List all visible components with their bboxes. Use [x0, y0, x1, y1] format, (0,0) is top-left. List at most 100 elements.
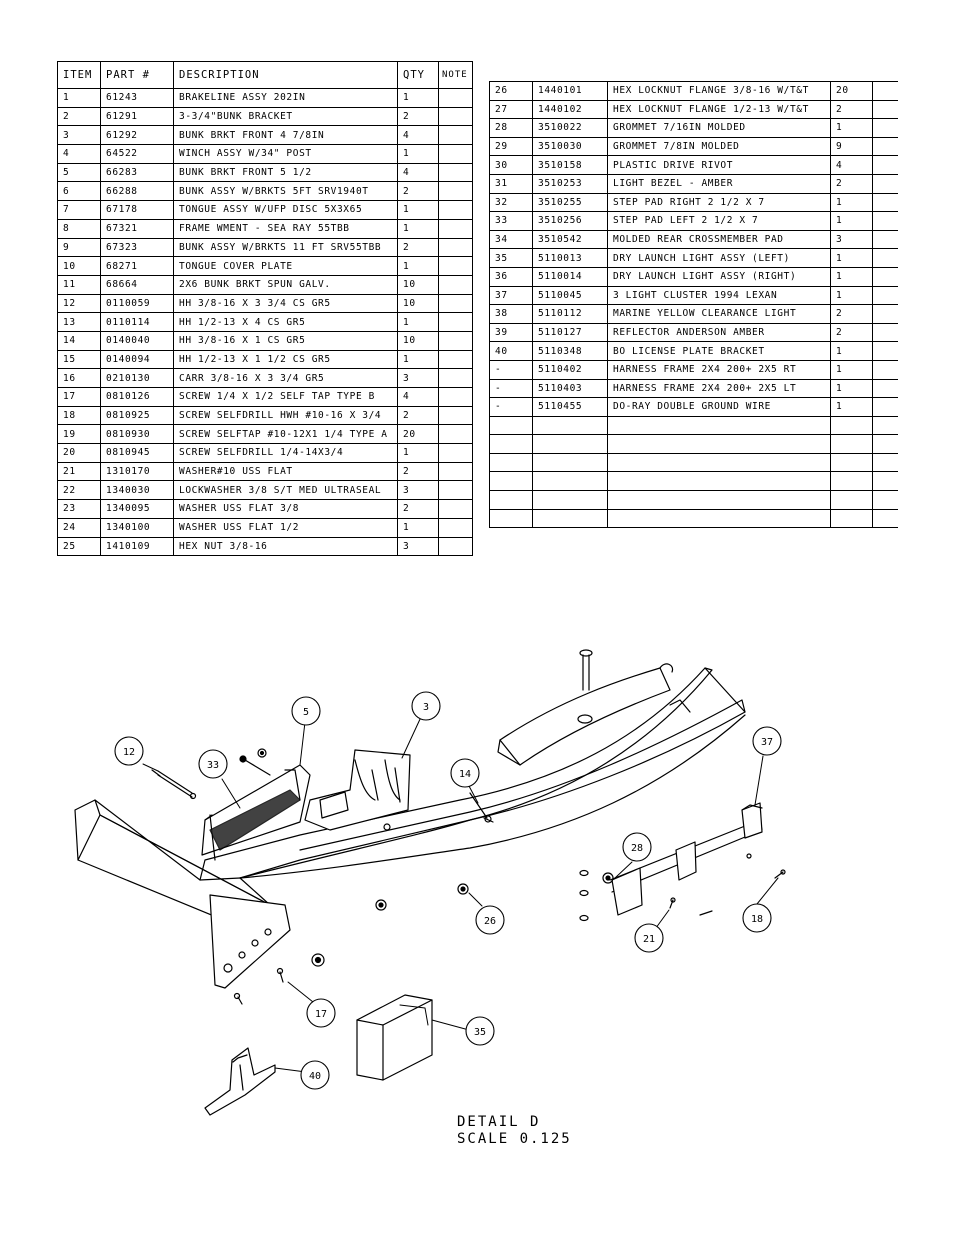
cell-note	[872, 415, 898, 436]
cell-note	[872, 192, 898, 213]
cell-part	[532, 415, 608, 436]
cell-description	[607, 415, 831, 436]
cell-qty: 1	[830, 397, 873, 417]
table-row	[489, 508, 898, 529]
svg-text:40: 40	[309, 1071, 321, 1082]
cell-part: 3510030	[532, 136, 608, 157]
cell-part: 5110455	[532, 397, 608, 417]
cell-item: 32	[489, 192, 533, 213]
bolt-top	[239, 748, 271, 776]
cell-qty: 1	[830, 266, 873, 287]
cell-note	[872, 490, 898, 510]
cell-note	[872, 81, 898, 101]
cell-note	[872, 434, 898, 454]
cell-description: LIGHT BEZEL - AMBER	[607, 173, 831, 194]
cell-qty: 1	[830, 285, 873, 306]
cell-item: 30	[489, 155, 533, 175]
svg-text:28: 28	[631, 843, 643, 854]
cell-description: HEX LOCKNUT FLANGE 1/2-13 W/T&T	[607, 99, 831, 120]
cell-part: 3510255	[532, 192, 608, 213]
cell-note	[872, 211, 898, 231]
cell-qty: 1	[830, 378, 873, 399]
detail-scale: SCALE 0.125	[457, 1131, 572, 1147]
cell-description: GROMMET 7/16IN MOLDED	[607, 118, 831, 138]
cell-note	[872, 248, 898, 268]
header-qty: QTY	[397, 61, 439, 89]
callout-35: 35	[465, 1016, 495, 1046]
svg-text:14: 14	[459, 769, 471, 780]
cell-part: 5110403	[532, 378, 608, 399]
cell-qty: 1	[830, 341, 873, 361]
bolt-12	[151, 769, 197, 800]
cell-description: 3 LIGHT CLUSTER 1994 LEXAN	[607, 285, 831, 306]
cell-item: 35	[489, 248, 533, 268]
cell-item	[489, 434, 533, 454]
bunk-bracket-front-2	[304, 749, 411, 831]
svg-text:17: 17	[315, 1009, 327, 1020]
cell-note	[872, 341, 898, 361]
cell-description: HEX NUT 3/8-16	[173, 536, 398, 557]
cell-description: DO-RAY DOUBLE GROUND WIRE	[607, 397, 831, 417]
table-row	[489, 415, 898, 436]
cell-item: 33	[489, 211, 533, 231]
svg-text:35: 35	[474, 1027, 486, 1038]
cell-part: 3510256	[532, 211, 608, 231]
cell-item	[489, 508, 533, 529]
header-note: NOTE	[438, 61, 473, 89]
cell-item: -	[489, 359, 533, 380]
callout-33: 33	[198, 749, 228, 779]
cell-description	[607, 508, 831, 529]
svg-text:21: 21	[643, 934, 655, 945]
cell-qty	[830, 434, 873, 454]
small-hardware	[233, 823, 786, 1005]
cell-part: 5110348	[532, 341, 608, 361]
callout-37: 37	[752, 726, 782, 756]
cell-description: HEX LOCKNUT FLANGE 3/8-16 W/T&T	[607, 81, 831, 101]
svg-text:18: 18	[751, 914, 763, 925]
cell-part: 1440101	[532, 81, 608, 101]
cell-note	[872, 285, 898, 306]
cell-qty: 2	[830, 173, 873, 194]
cell-qty	[830, 508, 873, 529]
cell-qty: 1	[830, 359, 873, 380]
table-header-row: ITEM PART # DESCRIPTION QTY NOTE	[57, 61, 473, 89]
callout-17: 17	[306, 998, 336, 1028]
cell-part: 5110112	[532, 304, 608, 324]
callout-21: 21	[634, 923, 664, 953]
cell-part: 5110014	[532, 266, 608, 287]
callout-26: 26	[475, 905, 505, 935]
cell-description: DRY LAUNCH LIGHT ASSY (RIGHT)	[607, 266, 831, 287]
leader-lines	[142, 716, 779, 1073]
cell-description: MARINE YELLOW CLEARANCE LIGHT	[607, 304, 831, 324]
cell-description: HARNESS FRAME 2X4 200+ 2X5 RT	[607, 359, 831, 380]
callout-28: 28	[622, 832, 652, 862]
cell-description	[607, 490, 831, 510]
cell-note	[872, 99, 898, 120]
table-row	[489, 434, 898, 454]
cell-qty: 2	[830, 99, 873, 120]
cell-qty: 1	[830, 118, 873, 138]
cell-qty: 1	[830, 211, 873, 231]
callout-18: 18	[742, 903, 772, 933]
callout-14: 14	[450, 758, 480, 788]
frame-rail	[74, 667, 746, 989]
